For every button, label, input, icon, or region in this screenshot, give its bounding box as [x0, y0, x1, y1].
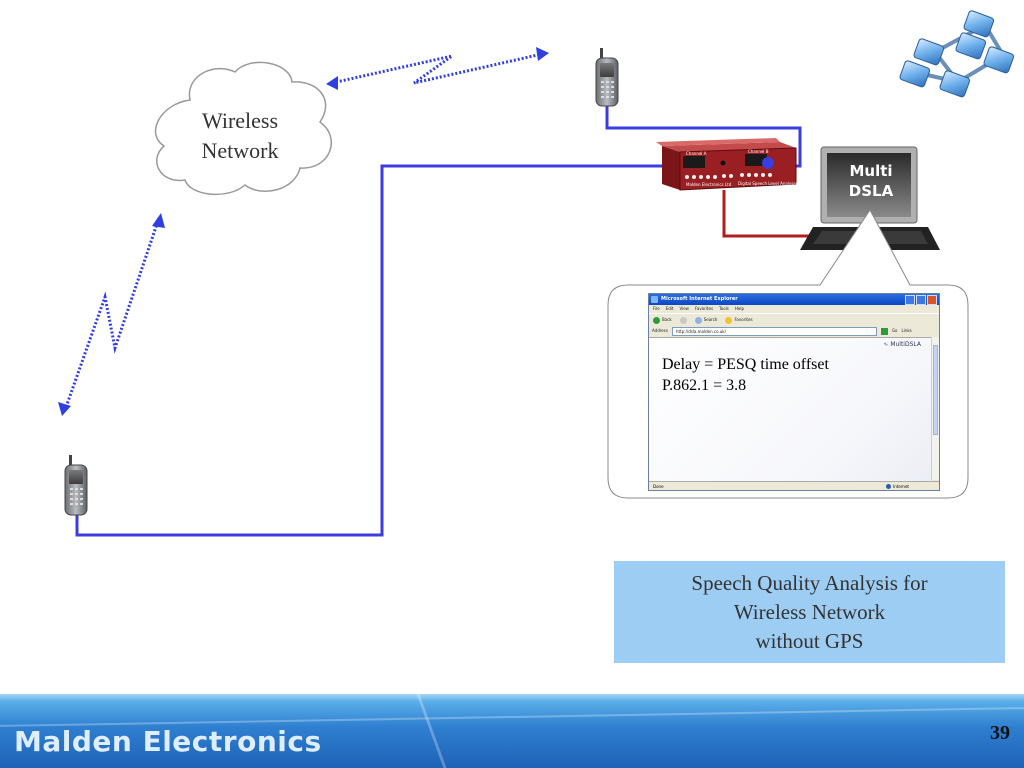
window-controls [905, 295, 937, 305]
menu-tools[interactable]: Tools [719, 306, 729, 311]
links-label[interactable]: Links [901, 328, 912, 333]
go-icon[interactable] [880, 327, 888, 335]
menu-file[interactable]: File [653, 306, 660, 311]
arrowhead-down [58, 402, 71, 416]
cloud-label-line2: Network [201, 138, 279, 163]
address-label: Address [652, 328, 668, 333]
menu-favorites[interactable]: Favorites [694, 306, 714, 311]
close-icon[interactable] [927, 295, 937, 305]
forward-arrow-icon [679, 316, 687, 324]
pesq-score: P.862.1 = 3.8 [662, 377, 747, 394]
mobile-phone-bottom [64, 455, 88, 516]
globe-icon [886, 484, 892, 489]
browser-scrollbar[interactable] [931, 337, 939, 480]
device-maker-label: Malden Electronics Ltd [686, 182, 732, 187]
caption-line1: Speech Quality Analysis for [691, 570, 928, 595]
maximize-icon[interactable] [916, 295, 926, 305]
arrowhead-up [152, 213, 165, 228]
monitor-label-line1: Multi [849, 162, 893, 180]
go-label[interactable]: Go [891, 328, 898, 333]
footer-band: Malden Electronics 39 [0, 694, 1024, 768]
monitor-label-line2: DSLA [848, 182, 894, 200]
back-button[interactable]: Back [653, 314, 672, 326]
browser-menu-bar: File Edit View Favorites Tools Help [649, 305, 939, 313]
device-model-label: Digital Speech Level Analyser II [738, 181, 802, 186]
multidsla-logo-icon: ∿ [883, 341, 889, 348]
speech-analyser-device [656, 138, 797, 191]
arrowhead-left [326, 76, 338, 90]
caption-line3: without GPS [755, 628, 864, 653]
browser-status-bar: Done Internet [649, 481, 939, 490]
radio-link-lower [63, 217, 161, 411]
search-label: Search [703, 317, 718, 322]
browser-toolbar: Back Search Favorites [649, 313, 939, 326]
minimize-icon[interactable] [905, 295, 915, 305]
arrowhead-right [536, 47, 549, 61]
browser-content: ∿ MultiDSLA Delay = PESQ time offset P.8… [649, 337, 931, 481]
browser-title-bar: Microsoft Internet Explorer [649, 294, 939, 305]
address-bar: Address http://dsla.malden.co.uk/ Go Lin… [649, 326, 939, 336]
cloud-label: Wireless Network [180, 106, 300, 166]
cable-handset-to-analyser [75, 164, 663, 537]
browser-title: Microsoft Internet Explorer [661, 296, 738, 302]
status-done: Done [653, 484, 664, 489]
delay-result: Delay = PESQ time offset [662, 356, 829, 373]
search-icon [694, 316, 702, 324]
back-label: Back [662, 317, 672, 322]
search-button[interactable]: Search [694, 314, 718, 326]
network-cubes-logo [899, 10, 1015, 98]
footer-streak [416, 694, 447, 768]
browser-window: Microsoft Internet Explorer File Edit Vi… [648, 293, 940, 491]
address-input[interactable]: http://dsla.malden.co.uk/ [671, 326, 877, 336]
footer-streak-horizontal [0, 707, 1024, 727]
menu-view[interactable]: View [679, 306, 689, 311]
device-channel-b-label: Channel B [748, 149, 769, 154]
mobile-phone-top [595, 48, 619, 107]
multidsla-brand-text: MultiDSLA [890, 341, 921, 348]
result-text: Delay = PESQ time offset P.862.1 = 3.8 [662, 354, 829, 396]
multidsla-brand: ∿ MultiDSLA [883, 341, 921, 348]
radio-link-upper [331, 52, 543, 85]
footer-brand: Malden Electronics [14, 725, 322, 758]
caption-box: Speech Quality Analysis for Wireless Net… [614, 561, 1005, 663]
wireless-network-cloud [154, 61, 332, 196]
scrollbar-thumb[interactable] [933, 345, 938, 435]
cable-analyser-to-pc [722, 190, 823, 238]
status-zone-label: Internet [893, 484, 909, 489]
favorites-label: Favorites [734, 317, 753, 322]
caption-line2: Wireless Network [733, 599, 886, 624]
favorites-button[interactable]: Favorites [725, 314, 753, 326]
status-zone: Internet [886, 482, 909, 491]
menu-help[interactable]: Help [734, 306, 745, 311]
menu-edit[interactable]: Edit [665, 306, 674, 311]
cloud-label-line1: Wireless [201, 108, 279, 133]
forward-button[interactable] [679, 316, 687, 324]
page-number: 39 [990, 722, 1010, 744]
device-channel-a-label: Channel A [686, 151, 707, 156]
monitor-label: Multi DSLA [826, 161, 916, 201]
back-arrow-icon [653, 316, 660, 324]
star-icon [725, 316, 733, 324]
ie-icon [651, 296, 658, 303]
